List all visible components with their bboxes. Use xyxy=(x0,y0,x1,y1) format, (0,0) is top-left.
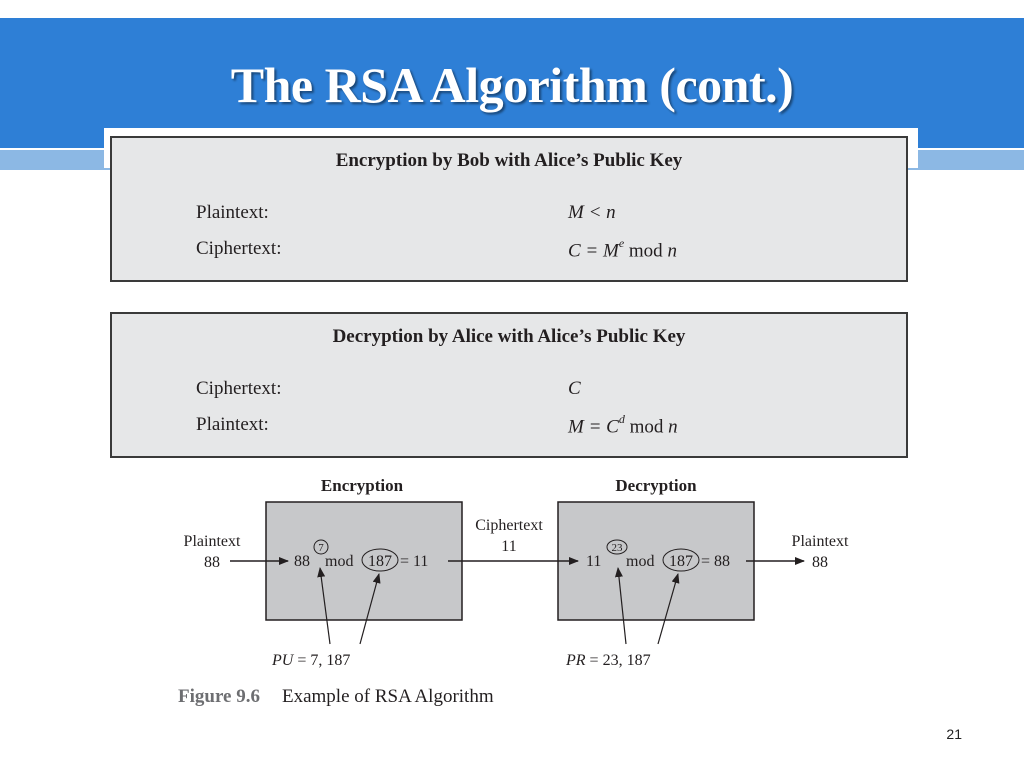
encryption-mod: mod xyxy=(325,553,353,570)
decryption-modulus: 187 xyxy=(669,553,693,570)
encryption-box-title: Encryption by Bob with Alice’s Public Ke… xyxy=(335,150,683,171)
encryption-modulus: 187 xyxy=(368,553,392,570)
encryption-exponent-circle xyxy=(313,539,329,555)
decryption-heading: Decryption xyxy=(615,476,697,495)
encryption-formula-base: C = M xyxy=(568,240,619,262)
decryption-base: 11 xyxy=(586,553,601,570)
encryption-plaintext-label: Plaintext: xyxy=(196,202,269,223)
decryption-formula-base: M = C xyxy=(568,416,619,438)
pr-arrow-modulus xyxy=(657,573,680,645)
public-key-var: PU xyxy=(271,652,295,669)
pu-arrow-modulus xyxy=(359,573,381,645)
encryption-exponent: 7 xyxy=(318,542,324,554)
slide-title: The RSA Algorithm (cont.) xyxy=(230,57,794,113)
encryption-formula-var: n xyxy=(667,240,677,262)
figure-caption: Figure 9.6 Example of RSA Algorithm xyxy=(178,686,494,707)
encryption-box: Encryption by Bob with Alice’s Public Ke… xyxy=(110,136,908,282)
ciphertext-value: 11 xyxy=(501,538,516,555)
pr-arrow-exponent xyxy=(614,567,627,645)
decryption-plaintext-label: Plaintext: xyxy=(196,414,269,435)
encryption-formula-exponent: e xyxy=(618,236,625,250)
encryption-plaintext-formula: M < n xyxy=(568,202,616,223)
private-key-var: PR xyxy=(565,652,586,669)
decryption-exponent: 23 xyxy=(612,542,624,554)
decryption-box: Decryption by Alice with Alice’s Public … xyxy=(110,312,908,458)
encryption-formula-mod: mod xyxy=(624,240,668,262)
plaintext-out-value: 88 xyxy=(812,554,828,571)
page-number: 21 xyxy=(946,726,962,742)
public-key-label: PU = 7, 187 xyxy=(271,652,350,669)
plaintext-out-label: Plaintext xyxy=(792,533,849,550)
figure-caption-text: Example of RSA Algorithm xyxy=(282,686,494,707)
pu-arrow-exponent xyxy=(317,567,331,645)
decryption-formula-mod: mod xyxy=(624,416,669,438)
encryption-result: = 11 xyxy=(400,553,428,570)
decryption-box-title: Decryption by Alice with Alice’s Public … xyxy=(332,326,686,347)
decryption-mod: mod xyxy=(626,553,654,570)
plaintext-in-label: Plaintext xyxy=(184,533,241,550)
decryption-formula-exponent: d xyxy=(618,412,625,426)
encryption-base: 88 xyxy=(294,553,310,570)
encryption-modulus-ellipse xyxy=(361,548,399,572)
figure-number: Figure 9.6 xyxy=(178,686,260,707)
decryption-exponent-ellipse xyxy=(606,539,628,555)
decryption-modulus-ellipse xyxy=(662,548,700,572)
private-key-value: = 23, 187 xyxy=(586,652,651,669)
public-key-value: = 7, 187 xyxy=(293,652,350,669)
decryption-plaintext-formula: M = Cd mod n xyxy=(568,412,678,438)
encryption-heading: Encryption xyxy=(321,476,404,495)
private-key-label: PR = 23, 187 xyxy=(565,652,651,669)
title-band xyxy=(0,18,1024,148)
decryption-ciphertext-label: Ciphertext: xyxy=(196,378,282,399)
encryption-ciphertext-label: Ciphertext: xyxy=(196,238,282,259)
decryption-result: = 88 xyxy=(701,553,730,570)
rsa-example-diagram: Encryption Decryption Plaintext 88 88 7 … xyxy=(178,476,849,707)
decryption-ciphertext-formula: C xyxy=(568,378,581,399)
decryption-block xyxy=(557,501,755,621)
ciphertext-label: Ciphertext xyxy=(475,517,543,534)
decryption-formula-var: n xyxy=(668,416,678,438)
encryption-ciphertext-formula: C = Me mod n xyxy=(568,236,677,262)
plaintext-in-value: 88 xyxy=(204,554,220,571)
